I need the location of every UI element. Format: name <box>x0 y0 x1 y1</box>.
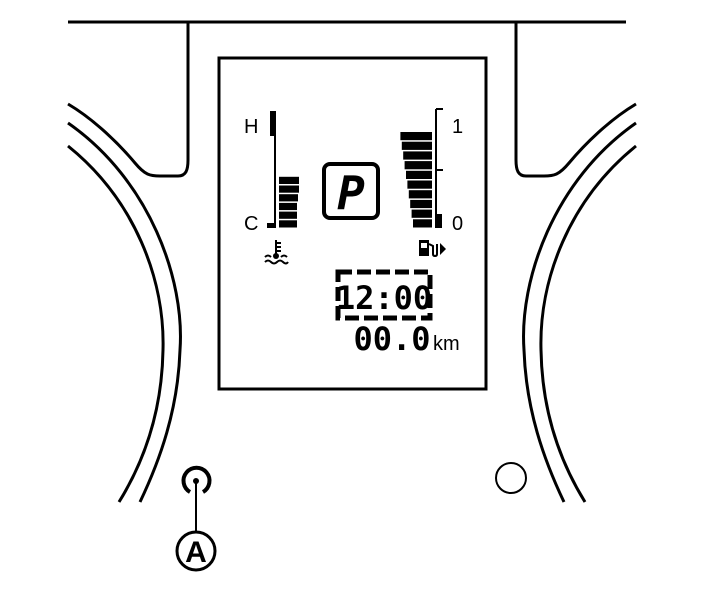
fuel-empty-label: 0 <box>452 213 463 235</box>
fuel-bar <box>403 151 432 160</box>
fuel-bar <box>404 161 432 170</box>
fuel-bar <box>411 209 432 218</box>
fuel-full-label: 1 <box>452 116 463 138</box>
odometer-value: 00.0 <box>353 320 430 358</box>
left-gauge-ring-outer <box>67 121 182 503</box>
gear-value: P <box>337 166 365 220</box>
temp-low-label: C <box>244 213 258 235</box>
odometer-display: 00.0 km <box>353 320 459 358</box>
clock-display: 12:00 <box>335 269 433 321</box>
temperature-gauge: H C <box>244 111 299 265</box>
temp-bar <box>279 211 297 219</box>
fuel-bar <box>400 132 432 141</box>
fuel-bar <box>413 219 432 228</box>
fuel-bar <box>407 180 432 189</box>
fuel-level-bars <box>400 132 432 228</box>
temp-bar <box>279 220 297 228</box>
right-gauge-ring-inner <box>539 144 637 503</box>
temp-bar <box>279 176 299 184</box>
left-bezel-edge <box>67 22 190 178</box>
coolant-temperature-icon <box>264 240 289 265</box>
temp-bar <box>279 194 298 202</box>
gear-indicator: P <box>322 162 380 220</box>
odometer-unit: km <box>433 333 460 355</box>
callout-a: A <box>175 530 217 572</box>
fuel-pump-icon <box>419 240 446 258</box>
callout-label: A <box>185 536 207 569</box>
temp-bar <box>279 202 297 211</box>
right-gauge-ring-outer <box>522 121 637 503</box>
fuel-bar <box>410 199 432 209</box>
temp-bar <box>279 185 299 193</box>
fuel-bar <box>406 170 432 179</box>
left-gauge-ring-inner <box>67 144 165 503</box>
fuel-bar <box>408 190 432 199</box>
fuel-gauge: 1 0 <box>400 108 463 258</box>
right-bezel-edge <box>514 22 637 178</box>
clock-value: 12:00 <box>336 279 432 317</box>
illumination-knob[interactable] <box>495 462 527 494</box>
temp-high-label: H <box>244 116 258 138</box>
temp-level-bars <box>279 176 299 228</box>
lcd-display <box>217 56 488 391</box>
fuel-bar <box>401 141 432 150</box>
